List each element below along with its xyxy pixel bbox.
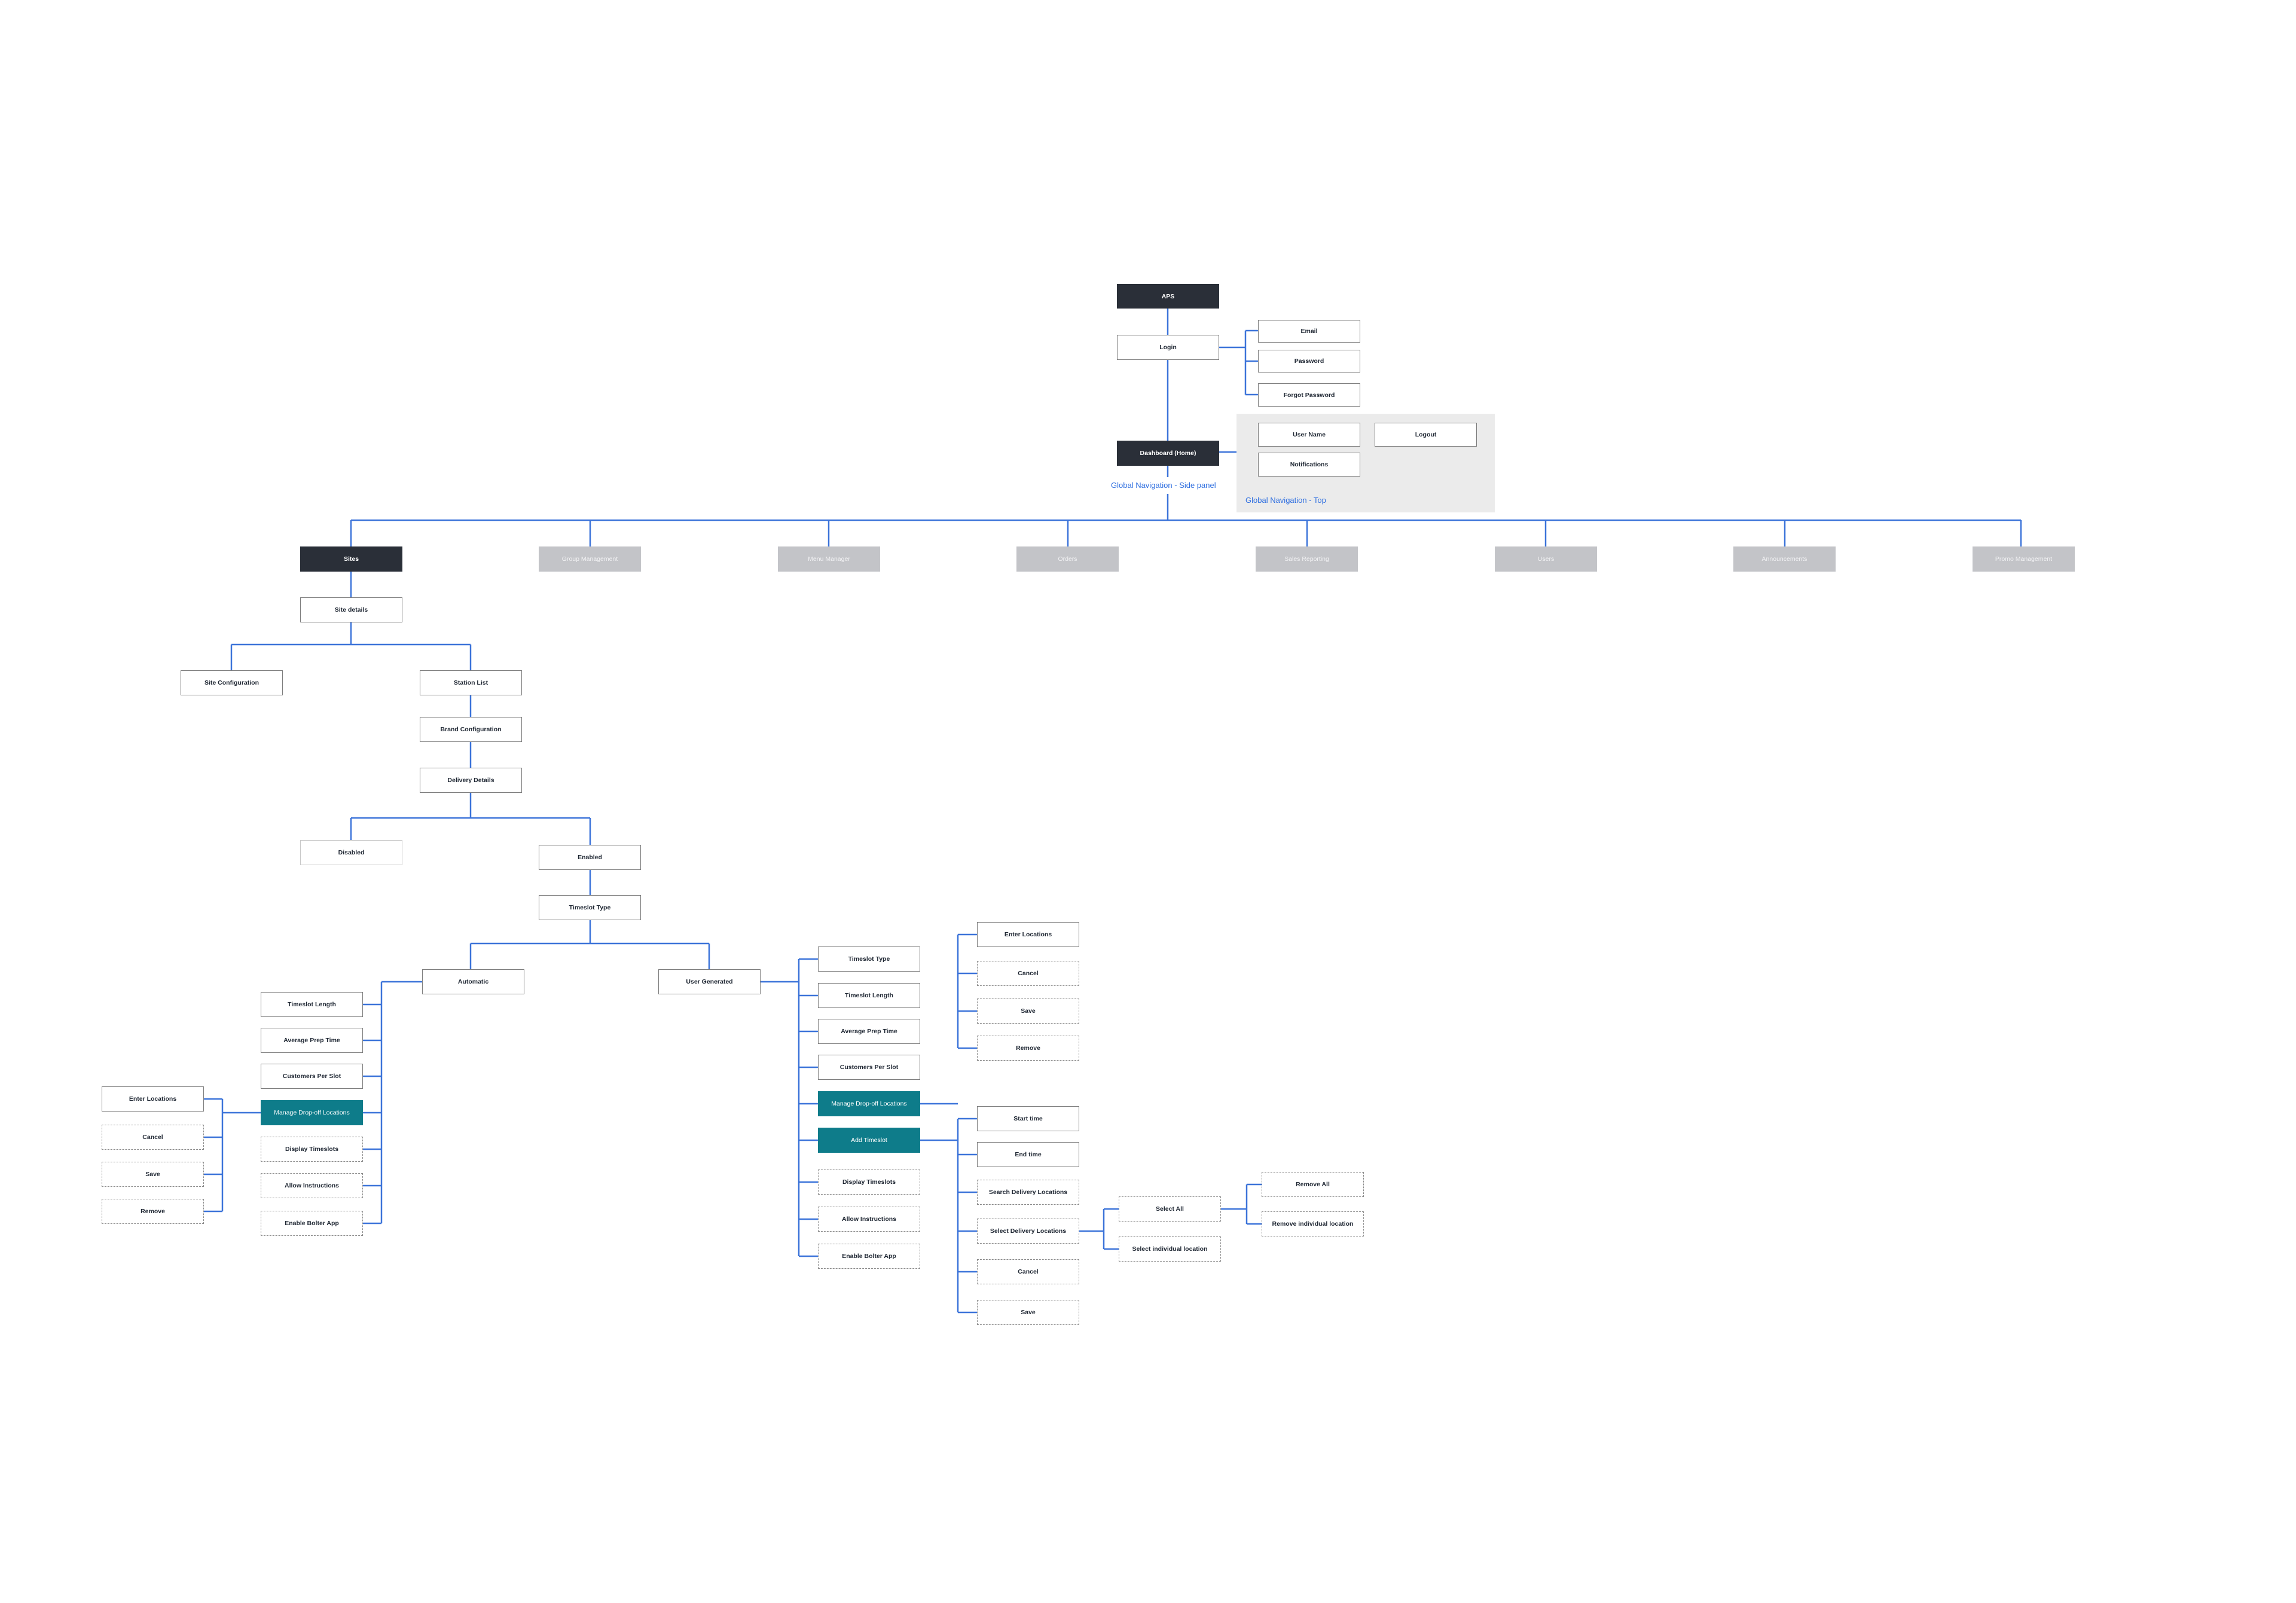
add-timeslot-cancel-node[interactable]: Cancel (977, 1259, 1079, 1284)
nav-orders-node[interactable]: Orders (1016, 546, 1119, 572)
select-all-node[interactable]: Select All (1119, 1196, 1221, 1222)
ug-manage-dropoff-node[interactable]: Manage Drop-off Locations (818, 1091, 920, 1116)
ug-save-node[interactable]: Save (977, 999, 1079, 1024)
connector (1221, 1183, 1262, 1225)
auto-display-timeslots-node[interactable]: Display Timeslots (261, 1137, 363, 1162)
automatic-node[interactable]: Automatic (422, 969, 524, 994)
ug-timeslot-type-node[interactable]: Timeslot Type (818, 946, 920, 972)
nav-menu-manager-node[interactable]: Menu Manager (778, 546, 880, 572)
login-node[interactable]: Login (1117, 335, 1219, 360)
nav-users-node[interactable]: Users (1495, 546, 1597, 572)
auto-remove-node[interactable]: Remove (102, 1199, 204, 1224)
auto-allow-instructions-node[interactable]: Allow Instructions (261, 1173, 363, 1198)
connector (204, 1098, 261, 1213)
connector (1219, 329, 1258, 396)
start-time-node[interactable]: Start time (977, 1106, 1079, 1131)
connector (760, 958, 818, 1257)
forgot-password-node[interactable]: Forgot Password (1258, 383, 1360, 407)
nav-sites-node[interactable]: Sites (300, 546, 402, 572)
connector (350, 520, 2022, 546)
ug-add-timeslot-node[interactable]: Add Timeslot (818, 1128, 920, 1153)
password-node[interactable]: Password (1258, 350, 1360, 372)
dashboard-node[interactable]: Dashboard (Home) (1117, 441, 1219, 466)
auto-customers-per-slot-node[interactable]: Customers Per Slot (261, 1064, 363, 1089)
auto-save-node[interactable]: Save (102, 1162, 204, 1187)
connector (1079, 1208, 1119, 1250)
nav-promo-management-node[interactable]: Promo Management (1973, 546, 2075, 572)
auto-enter-locations-node[interactable]: Enter Locations (102, 1086, 204, 1112)
timeslot-type-node[interactable]: Timeslot Type (539, 895, 641, 920)
end-time-node[interactable]: End time (977, 1142, 1079, 1167)
top-navigation-label: Global Navigation - Top (1245, 496, 1326, 505)
notifications-node[interactable]: Notifications (1258, 453, 1360, 477)
ug-enter-locations-node[interactable]: Enter Locations (977, 922, 1079, 947)
auto-cancel-node[interactable]: Cancel (102, 1125, 204, 1150)
site-details-node[interactable]: Site details (300, 597, 402, 622)
search-delivery-locations-node[interactable]: Search Delivery Locations (977, 1180, 1079, 1205)
station-list-node[interactable]: Station List (420, 670, 522, 695)
select-individual-location-node[interactable]: Select individual location (1119, 1236, 1221, 1262)
email-node[interactable]: Email (1258, 320, 1360, 343)
logout-node[interactable]: Logout (1375, 423, 1477, 447)
nav-sales-reporting-node[interactable]: Sales Reporting (1256, 546, 1358, 572)
auto-average-prep-time-node[interactable]: Average Prep Time (261, 1028, 363, 1053)
connector (920, 933, 977, 1105)
ug-display-timeslots-node[interactable]: Display Timeslots (818, 1170, 920, 1195)
ug-allow-instructions-node[interactable]: Allow Instructions (818, 1207, 920, 1232)
add-timeslot-save-node[interactable]: Save (977, 1300, 1079, 1325)
connector (230, 622, 472, 670)
connector (363, 981, 422, 1225)
user-generated-node[interactable]: User Generated (658, 969, 761, 994)
auto-timeslot-length-node[interactable]: Timeslot Length (261, 992, 363, 1017)
nav-announcements-node[interactable]: Announcements (1733, 546, 1836, 572)
nav-group-management-node[interactable]: Group Management (539, 546, 641, 572)
brand-configuration-node[interactable]: Brand Configuration (420, 717, 522, 742)
side-panel-label: Global Navigation - Side panel (1111, 481, 1216, 490)
ug-average-prep-time-node[interactable]: Average Prep Time (818, 1019, 920, 1044)
apps-root-node[interactable]: APS (1117, 284, 1219, 309)
auto-manage-dropoff-node[interactable]: Manage Drop-off Locations (261, 1100, 363, 1125)
ug-cancel-node[interactable]: Cancel (977, 961, 1079, 986)
remove-individual-location-node[interactable]: Remove individual location (1262, 1211, 1364, 1236)
select-delivery-locations-node[interactable]: Select Delivery Locations (977, 1219, 1079, 1244)
connector (469, 920, 710, 969)
site-configuration-node[interactable]: Site Configuration (181, 670, 283, 695)
remove-all-node[interactable]: Remove All (1262, 1172, 1364, 1197)
user-name-node[interactable]: User Name (1258, 423, 1360, 447)
ug-remove-node[interactable]: Remove (977, 1036, 1079, 1061)
ug-customers-per-slot-node[interactable]: Customers Per Slot (818, 1055, 920, 1080)
auto-enable-bolter-node[interactable]: Enable Bolter App (261, 1211, 363, 1236)
enabled-node[interactable]: Enabled (539, 845, 641, 870)
ug-enable-bolter-node[interactable]: Enable Bolter App (818, 1244, 920, 1269)
ug-timeslot-length-node[interactable]: Timeslot Length (818, 983, 920, 1008)
delivery-details-node[interactable]: Delivery Details (420, 768, 522, 793)
connector (920, 1117, 977, 1314)
connector (350, 793, 591, 845)
disabled-node[interactable]: Disabled (300, 840, 402, 865)
